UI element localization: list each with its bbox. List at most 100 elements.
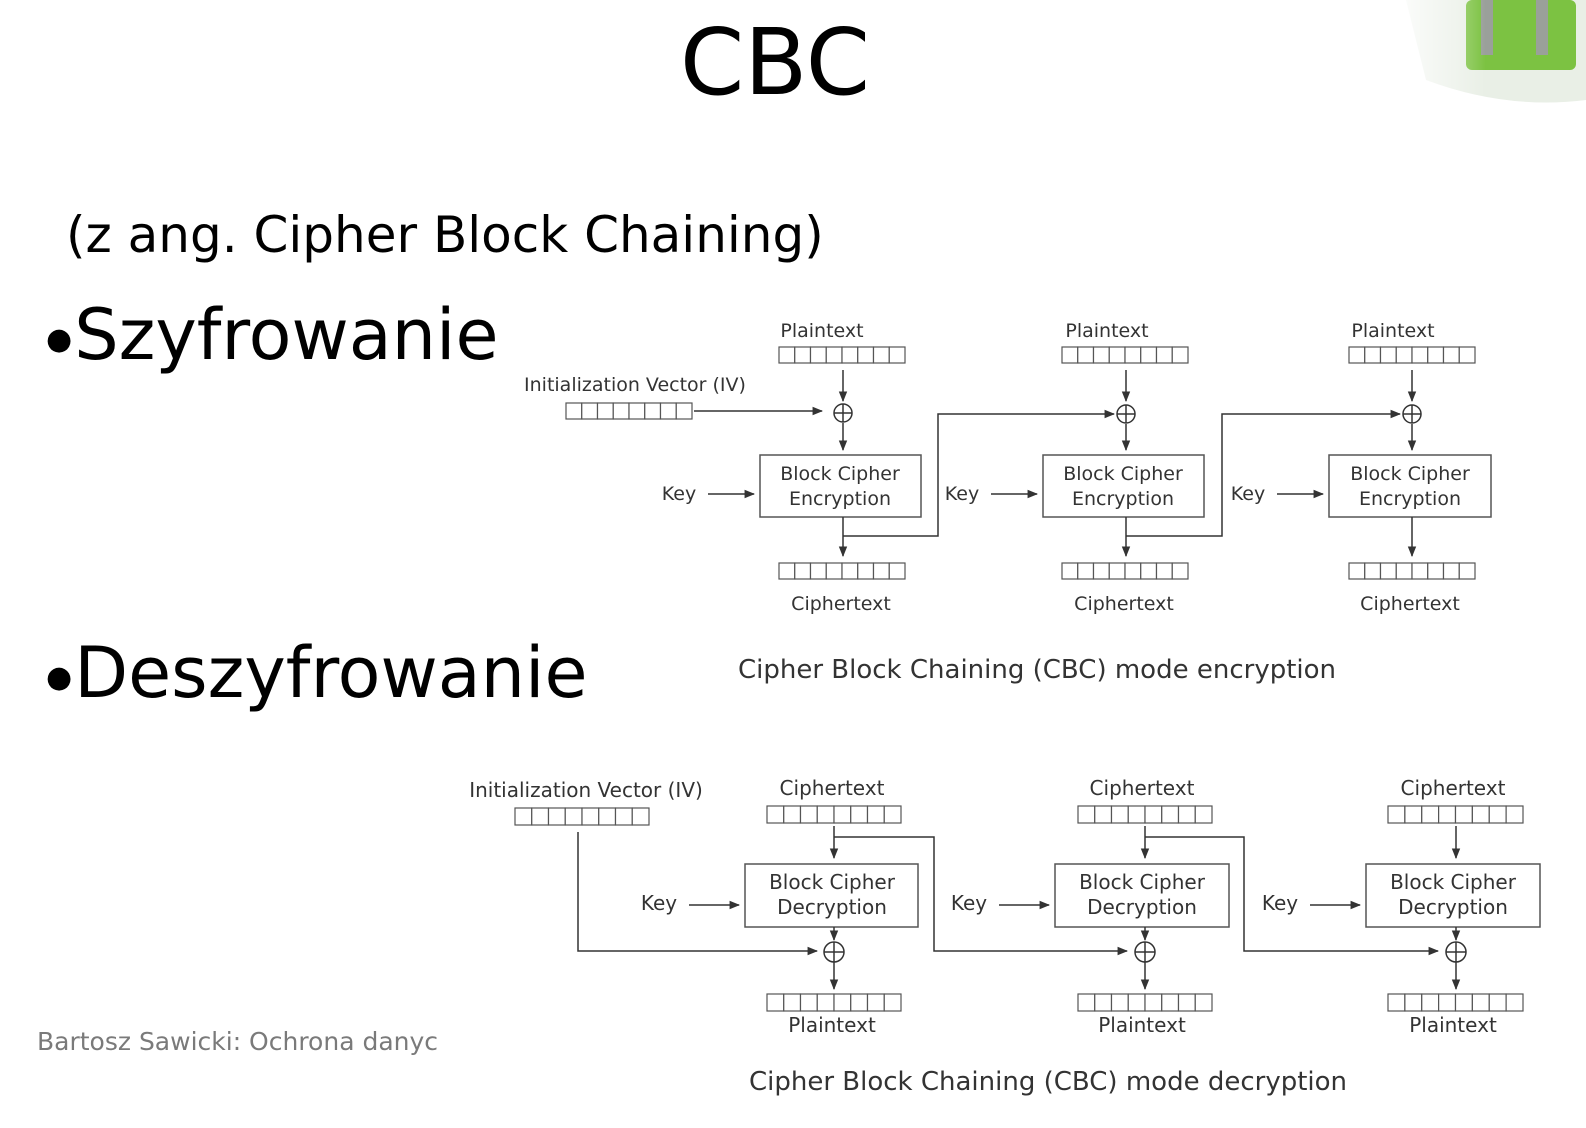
dec-ciphertext-label-2: Ciphertext [1090, 776, 1195, 800]
register-cell [1387, 993, 1406, 1012]
register-cell [1177, 993, 1196, 1012]
register-cell [799, 805, 818, 824]
dec-plaintext-label-1: Plaintext [788, 1013, 876, 1037]
register-cell [1127, 805, 1146, 824]
register-cell [547, 807, 566, 826]
enc-stage-2: Plaintext Block Cipher Encryption Key Ci… [945, 320, 1205, 615]
register-cell [1421, 993, 1440, 1012]
register-cell [1144, 993, 1163, 1012]
dec-plaintext-register-1 [766, 993, 902, 1012]
enc-xor-icon-3 [1402, 404, 1422, 424]
enc-ciphertext-label-1: Ciphertext [791, 593, 891, 615]
enc-xor-icon-1 [833, 403, 853, 423]
dec-xor-icon-3 [1445, 941, 1467, 963]
register-cell [1194, 805, 1213, 824]
enc-plaintext-register-1 [778, 346, 906, 364]
dec-stage-3: Ciphertext Block Cipher Decryption Key P… [1262, 776, 1541, 1037]
enc-block-label-1a: Block Cipher [780, 463, 900, 485]
register-cell [564, 807, 583, 826]
dec-plaintext-label-2: Plaintext [1098, 1013, 1186, 1037]
enc-ciphertext-label-2: Ciphertext [1074, 593, 1174, 615]
dec-block-label-3b: Decryption [1398, 895, 1508, 919]
enc-block-cipher-3 [1328, 454, 1492, 518]
register-cell [1438, 993, 1457, 1012]
dec-plaintext-register-3 [1387, 993, 1524, 1012]
register-cell [1505, 993, 1524, 1012]
dec-plaintext-register-2 [1077, 993, 1213, 1012]
enc-stage-1: Plaintext Block Cipher Encryption Key Ci… [662, 320, 922, 615]
register-cell [531, 807, 550, 826]
register-cell [614, 807, 633, 826]
register-cell [1194, 993, 1213, 1012]
bullet-encryption: ●Szyfrowanie [46, 293, 499, 382]
register-cell [866, 805, 885, 824]
register-cell [581, 807, 600, 826]
register-cell [1454, 993, 1473, 1012]
dec-ciphertext-register-2 [1077, 805, 1213, 824]
enc-plaintext-register-2 [1061, 346, 1189, 364]
dec-block-cipher-1 [744, 863, 919, 928]
register-cell [766, 805, 785, 824]
dec-stage-2: Ciphertext Block Cipher Decryption Key P… [951, 776, 1230, 1037]
enc-key-label-1: Key [662, 483, 696, 505]
enc-ciphertext-register-1 [778, 562, 906, 580]
enc-block-label-3a: Block Cipher [1350, 463, 1470, 485]
register-cell [850, 993, 869, 1012]
dec-ciphertext-label-1: Ciphertext [780, 776, 885, 800]
register-cell [1161, 993, 1180, 1012]
register-cell [1110, 993, 1129, 1012]
dec-plaintext-label-3: Plaintext [1409, 1013, 1497, 1037]
enc-block-cipher-2 [1042, 454, 1205, 518]
register-cell [1505, 805, 1524, 824]
register-cell [1404, 993, 1423, 1012]
register-cell [1094, 805, 1113, 824]
register-cell [1421, 805, 1440, 824]
dec-block-cipher-3 [1365, 863, 1541, 928]
register-cell [850, 805, 869, 824]
slide-title: CBC [680, 9, 870, 116]
slide-subtitle: (z ang. Cipher Block Chaining) [66, 206, 824, 264]
register-cell [816, 993, 835, 1012]
bullet-dot-icon: ● [46, 659, 73, 695]
register-cell [1488, 805, 1507, 824]
dec-key-label-1: Key [641, 891, 677, 915]
enc-block-label-1b: Encryption [789, 488, 891, 510]
dec-stage-1: Ciphertext Block Cipher Decryption Key P… [641, 776, 919, 1037]
enc-key-label-3: Key [1231, 483, 1265, 505]
register-cell [1488, 993, 1507, 1012]
enc-iv-register [565, 402, 693, 420]
register-cell [1127, 993, 1146, 1012]
register-cell [514, 807, 533, 826]
bullet-decryption-label: Deszyfrowanie [74, 632, 588, 714]
register-cell [888, 562, 906, 580]
enc-iv-label: Initialization Vector (IV) [524, 374, 746, 396]
dec-ciphertext-label-3: Ciphertext [1401, 776, 1506, 800]
dec-xor-icon-1 [823, 941, 845, 963]
register-cell [833, 805, 852, 824]
dec-block-label-1a: Block Cipher [769, 870, 896, 894]
dec-block-label-1b: Decryption [777, 895, 887, 919]
register-cell [1454, 805, 1473, 824]
enc-plaintext-label-2: Plaintext [1065, 320, 1148, 342]
dec-key-label-3: Key [1262, 891, 1298, 915]
footer-author: Bartosz Sawicki: Ochrona danyc [37, 1027, 439, 1056]
register-cell [816, 805, 835, 824]
register-cell [675, 402, 693, 420]
register-cell [1471, 805, 1490, 824]
bullet-decryption: ●Deszyfrowanie [46, 631, 588, 720]
dec-iv-register [514, 807, 650, 826]
register-cell [883, 993, 902, 1012]
enc-ciphertext-label-3: Ciphertext [1360, 593, 1460, 615]
enc-block-label-2a: Block Cipher [1063, 463, 1183, 485]
dec-ciphertext-register-3 [1387, 805, 1524, 824]
register-cell [1077, 993, 1096, 1012]
register-cell [1177, 805, 1196, 824]
register-cell [888, 346, 906, 364]
dec-xor-icon-2 [1134, 941, 1156, 963]
register-cell [1094, 993, 1113, 1012]
dec-ciphertext-register-1 [766, 805, 902, 824]
bullet-dot-icon: ● [46, 321, 73, 357]
enc-caption: Cipher Block Chaining (CBC) mode encrypt… [738, 655, 1336, 685]
